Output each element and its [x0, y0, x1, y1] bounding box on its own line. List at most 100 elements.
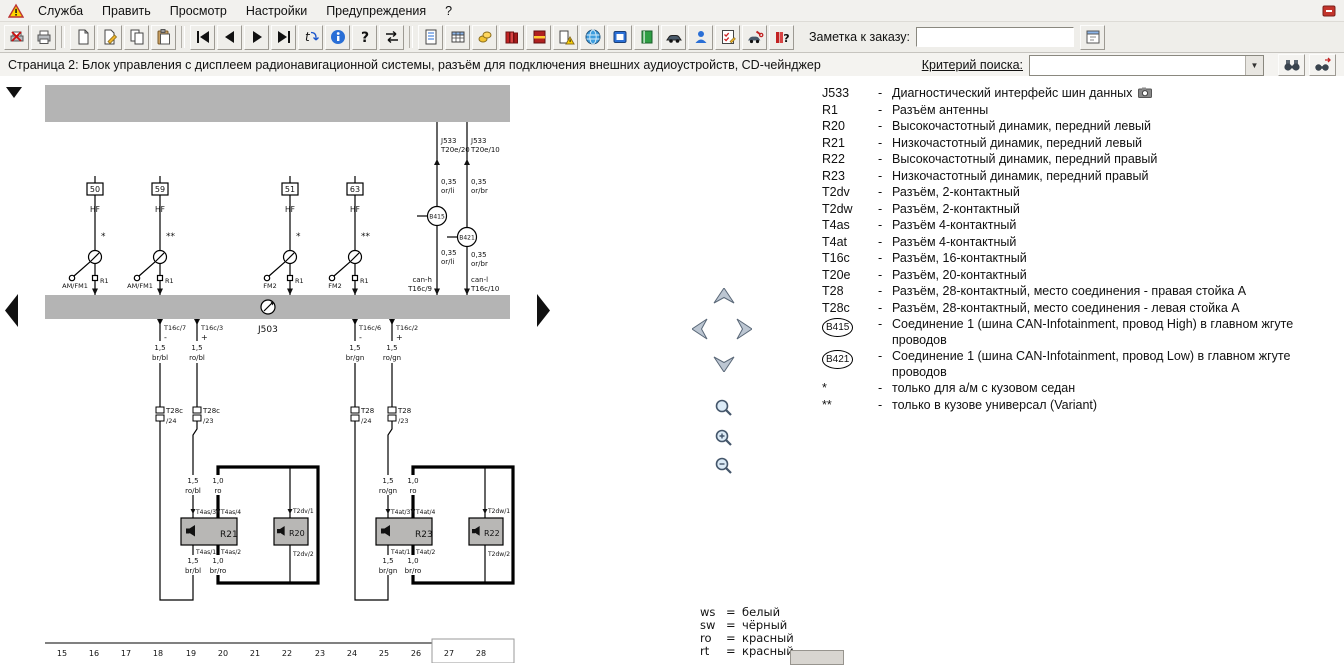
nav-first-button[interactable]: [190, 25, 215, 50]
svg-text:1,5: 1,5: [386, 344, 397, 352]
document-view-button[interactable]: [418, 25, 443, 50]
bulletins-button[interactable]: [553, 25, 578, 50]
svg-text:AM/FM1: AM/FM1: [62, 282, 88, 290]
pillar-connectors: T28c /24 T28c /23 T28 /24 T28 /23: [156, 407, 411, 425]
pan-left-icon: [692, 318, 708, 340]
search-criteria-combobox[interactable]: ▼: [1029, 55, 1264, 76]
combo-dropdown-button[interactable]: ▼: [1245, 56, 1263, 75]
nav-forward-icon: [248, 28, 266, 46]
svg-text:/23: /23: [203, 417, 213, 425]
swap-view-button[interactable]: [379, 25, 404, 50]
zoom-area-button[interactable]: [714, 398, 734, 421]
svg-text:0,35: 0,35: [441, 178, 457, 186]
page-up-arrow[interactable]: [6, 87, 22, 98]
print-button[interactable]: [31, 25, 56, 50]
vehicle-data-button[interactable]: [661, 25, 686, 50]
info-icon: [329, 28, 347, 46]
pan-right-button[interactable]: [736, 318, 752, 343]
svg-text:or/li: or/li: [441, 187, 454, 195]
nav-back-button[interactable]: [217, 25, 242, 50]
nav-forward-button[interactable]: [244, 25, 269, 50]
svg-text:1,5: 1,5: [382, 557, 393, 565]
pan-right-icon: [736, 318, 752, 340]
magnifier-plus-icon: [714, 428, 734, 448]
menu-item-service[interactable]: Служба: [29, 2, 92, 20]
toolbar-separator: [181, 26, 185, 48]
svg-text:br/bl: br/bl: [152, 354, 168, 362]
legend-code: **: [822, 398, 878, 414]
svg-text:1,0: 1,0: [407, 557, 418, 565]
zoom-in-button[interactable]: [714, 428, 734, 451]
svg-text:R21: R21: [220, 530, 238, 540]
legend-row: T28c-Разъём, 28-контактный, место соедин…: [822, 301, 1338, 317]
svg-text:22: 22: [282, 649, 292, 658]
toolbar-separator: [61, 26, 65, 48]
ground-symbol: [261, 300, 275, 314]
menu-item-settings[interactable]: Настройки: [237, 2, 316, 20]
menu-item-warnings[interactable]: Предупреждения: [317, 2, 435, 20]
svg-text:T16c/10: T16c/10: [470, 285, 499, 293]
zoom-out-button[interactable]: [714, 456, 734, 479]
svg-text:T4at/4: T4at/4: [415, 509, 436, 516]
svg-text:T20e/20: T20e/20: [440, 146, 470, 154]
page-prev-arrow[interactable]: [5, 294, 18, 327]
costs-button[interactable]: [472, 25, 497, 50]
page-next-arrow[interactable]: [537, 294, 550, 327]
legend-row: T4as-Разъём 4-контактный: [822, 218, 1338, 234]
svg-text:*: *: [101, 232, 106, 242]
customer-button[interactable]: [688, 25, 713, 50]
pan-up-button[interactable]: [713, 288, 735, 307]
svg-text:1,5: 1,5: [382, 477, 393, 485]
binoculars-icon: [1282, 57, 1302, 73]
svg-text:T4at/2: T4at/2: [415, 549, 436, 556]
print-cancel-button[interactable]: [4, 25, 29, 50]
web-button[interactable]: [580, 25, 605, 50]
info-button[interactable]: [325, 25, 350, 50]
history-button[interactable]: t: [298, 25, 323, 50]
search-criteria-input[interactable]: [1030, 56, 1245, 75]
pan-down-button[interactable]: [713, 356, 735, 375]
page-title: Страница 2: Блок управления с дисплеем р…: [8, 58, 922, 72]
menu-item-help[interactable]: ?: [436, 2, 461, 20]
radio-pin-labels: T16c/7 - T16c/3 + T16c/6 - T16c/2 +: [163, 324, 418, 342]
svg-text:T2dv/1: T2dv/1: [292, 508, 314, 515]
legend-code: R21: [822, 136, 878, 152]
globe-icon: [584, 28, 602, 46]
legend-row: R23-Низкочастотный динамик, передний пра…: [822, 169, 1338, 185]
pan-left-button[interactable]: [692, 318, 708, 343]
new-document-button[interactable]: [70, 25, 95, 50]
workshop-button[interactable]: [742, 25, 767, 50]
find-next-button[interactable]: [1309, 54, 1336, 76]
legend-dash: -: [878, 235, 892, 251]
paste-button[interactable]: [151, 25, 176, 50]
svg-text:T16c/2: T16c/2: [395, 324, 418, 332]
legend-code: T16c: [822, 251, 878, 267]
legend-code: T4at: [822, 235, 878, 251]
status-alert-icon[interactable]: [1322, 4, 1336, 18]
svg-text:can-h: can-h: [412, 276, 432, 284]
manuals-button[interactable]: [499, 25, 524, 50]
systems-button[interactable]: [607, 25, 632, 50]
copy-button[interactable]: [124, 25, 149, 50]
service-book-button[interactable]: [634, 25, 659, 50]
svg-text:+: +: [396, 333, 403, 342]
order-check-button[interactable]: [715, 25, 740, 50]
order-note-label: Заметка к заказу:: [809, 30, 910, 44]
svg-text:R1: R1: [295, 277, 304, 285]
svg-text:T16c/9: T16c/9: [407, 285, 432, 293]
menu-item-edit[interactable]: Править: [93, 2, 160, 20]
reference-books-button[interactable]: ?: [769, 25, 794, 50]
nav-last-button[interactable]: [271, 25, 296, 50]
table-view-button[interactable]: [445, 25, 470, 50]
edit-document-button[interactable]: [97, 25, 122, 50]
order-note-input[interactable]: [916, 27, 1074, 47]
order-form-button[interactable]: [1080, 25, 1105, 50]
color-eq: =: [726, 645, 742, 658]
help-button[interactable]: ?: [352, 25, 377, 50]
svg-text:0,35: 0,35: [441, 249, 457, 257]
menu-item-view[interactable]: Просмотр: [161, 2, 236, 20]
camera-icon: [1138, 87, 1152, 98]
legend-code: B421: [822, 349, 878, 369]
repair-group-button[interactable]: [526, 25, 551, 50]
find-button[interactable]: [1278, 54, 1305, 76]
